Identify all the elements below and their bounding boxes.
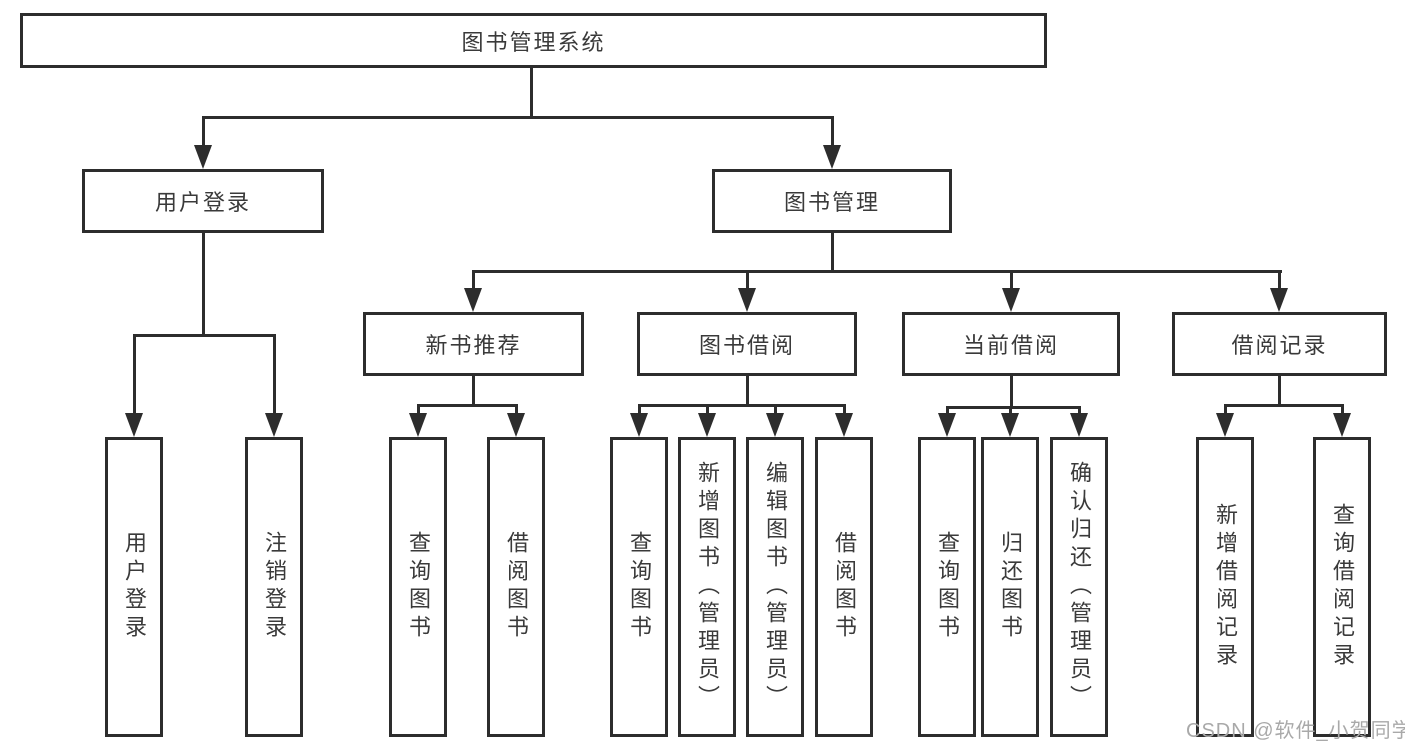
connector-line [417, 404, 420, 416]
connector-line [831, 230, 834, 273]
arrow-down-icon [738, 288, 756, 312]
connector-line [638, 404, 845, 407]
leaf-search-books-borrowing: 查询图书 [610, 437, 668, 737]
arrow-down-icon [938, 413, 956, 437]
leaf-add-borrow-record: 新增借阅记录 [1196, 437, 1254, 737]
connector-line [706, 404, 709, 416]
connector-line [1278, 270, 1281, 291]
leaf-user-login: 用户登录 [105, 437, 163, 737]
node-current-borrowing: 当前借阅 [902, 312, 1120, 376]
arrow-down-icon [1070, 413, 1088, 437]
connector-line [946, 406, 949, 416]
connector-line [1224, 404, 1343, 407]
connector-line [1010, 375, 1013, 409]
arrow-down-icon [507, 413, 525, 437]
node-book-borrowing: 图书借阅 [637, 312, 857, 376]
connector-line [638, 404, 641, 416]
connector-line [202, 116, 205, 149]
arrow-down-icon [409, 413, 427, 437]
node-book-management: 图书管理 [712, 169, 952, 233]
arrow-down-icon [823, 145, 841, 169]
arrow-down-icon [125, 413, 143, 437]
leaf-search-books-recommend: 查询图书 [389, 437, 447, 737]
leaf-search-books-current: 查询图书 [918, 437, 976, 737]
arrow-down-icon [1270, 288, 1288, 312]
leaf-add-books-admin: 新增图书（管理员） [678, 437, 736, 737]
connector-line [746, 375, 749, 407]
connector-line [1010, 270, 1013, 291]
connector-line [1078, 406, 1081, 416]
node-library-management-system: 图书管理系统 [20, 13, 1047, 68]
connector-line [273, 334, 276, 416]
connector-line [946, 406, 1080, 409]
leaf-borrow-books-recommend: 借阅图书 [487, 437, 545, 737]
connector-line [1278, 374, 1281, 407]
arrow-down-icon [1333, 413, 1351, 437]
node-borrowing-records: 借阅记录 [1172, 312, 1387, 376]
connector-line [133, 334, 276, 337]
arrow-down-icon [1002, 288, 1020, 312]
connector-line [1009, 406, 1012, 416]
leaf-return-books: 归还图书 [981, 437, 1039, 737]
node-new-book-recommendation: 新书推荐 [363, 312, 584, 376]
arrow-down-icon [265, 413, 283, 437]
connector-line [774, 404, 777, 416]
connector-line [515, 404, 518, 416]
arrow-down-icon [194, 145, 212, 169]
arrow-down-icon [766, 413, 784, 437]
arrow-down-icon [630, 413, 648, 437]
arrow-down-icon [1216, 413, 1234, 437]
leaf-confirm-return-admin: 确认归还（管理员） [1050, 437, 1108, 737]
connector-line [843, 404, 846, 416]
connector-line [133, 334, 136, 416]
connector-line [202, 116, 834, 119]
connector-line [417, 404, 518, 407]
connector-line [746, 270, 749, 291]
leaf-search-borrow-record: 查询借阅记录 [1313, 437, 1371, 737]
csdn-watermark: CSDN @软件_小贺同学 [1186, 720, 1405, 742]
connector-line [530, 67, 533, 118]
arrow-down-icon [1001, 413, 1019, 437]
arrow-down-icon [698, 413, 716, 437]
leaf-edit-books-admin: 编辑图书（管理员） [746, 437, 804, 737]
connector-line [472, 270, 1282, 273]
connector-line [831, 116, 834, 149]
connector-line [1224, 404, 1227, 416]
leaf-logout: 注销登录 [245, 437, 303, 737]
connector-line [472, 375, 475, 407]
connector-line [202, 232, 205, 337]
node-user-login: 用户登录 [82, 169, 324, 233]
arrow-down-icon [835, 413, 853, 437]
connector-line [1341, 404, 1344, 416]
connector-line [472, 270, 475, 291]
arrow-down-icon [464, 288, 482, 312]
leaf-borrow-books: 借阅图书 [815, 437, 873, 737]
